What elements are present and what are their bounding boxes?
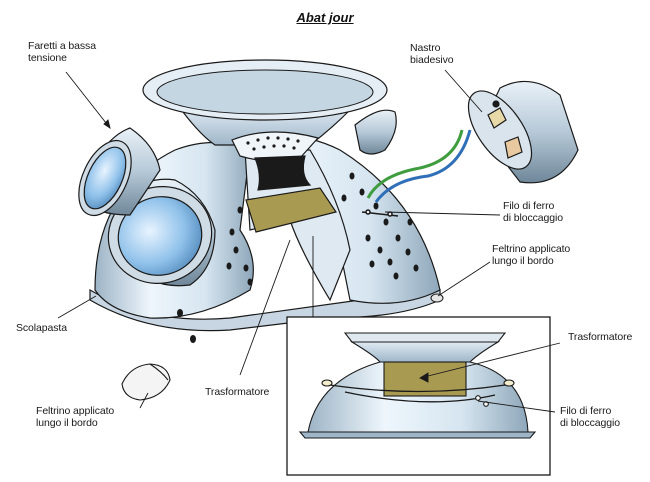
front-lens — [117, 196, 203, 276]
label-scolapasta: Scolapasta — [16, 322, 67, 334]
transformer-block — [245, 187, 337, 233]
felt-edge-right — [430, 293, 444, 303]
dome-holes — [177, 172, 419, 343]
interior-opening — [254, 155, 312, 191]
label-faretti: Faretti a bassa tensione — [28, 40, 96, 64]
top-rim-inner — [156, 69, 374, 115]
back-spotlight — [354, 109, 397, 155]
leader-lines — [57, 69, 501, 409]
label-feltrino-right: Feltrino applicato lungo il bordo — [492, 243, 571, 267]
label-filo-inset: Filo di ferro di bloccaggio — [560, 405, 620, 429]
tape-patch-2 — [504, 136, 523, 159]
label-filo-top: Filo di ferro di bloccaggio — [503, 200, 563, 224]
label-feltrino-left: Feltrino applicato lungo il bordo — [36, 405, 115, 429]
left-lens — [83, 146, 127, 210]
diagram-title: Abat jour — [296, 10, 354, 25]
wires — [366, 129, 472, 203]
plate-holes — [246, 136, 300, 151]
felt-pad — [121, 363, 171, 401]
tape-patch-1 — [487, 107, 507, 129]
left-spotlight — [78, 127, 161, 217]
inset-detail — [286, 236, 561, 476]
front-spotlight — [107, 178, 216, 287]
label-trasformatore-inset: Trasformatore — [568, 331, 633, 343]
transformer-cylinder — [467, 80, 579, 184]
blue-wire — [374, 129, 472, 203]
label-trasformatore-main: Trasformatore — [205, 386, 270, 398]
green-wire — [366, 129, 464, 199]
label-nastro: Nastro biadesivo — [410, 42, 454, 66]
locking-wire — [361, 209, 399, 217]
